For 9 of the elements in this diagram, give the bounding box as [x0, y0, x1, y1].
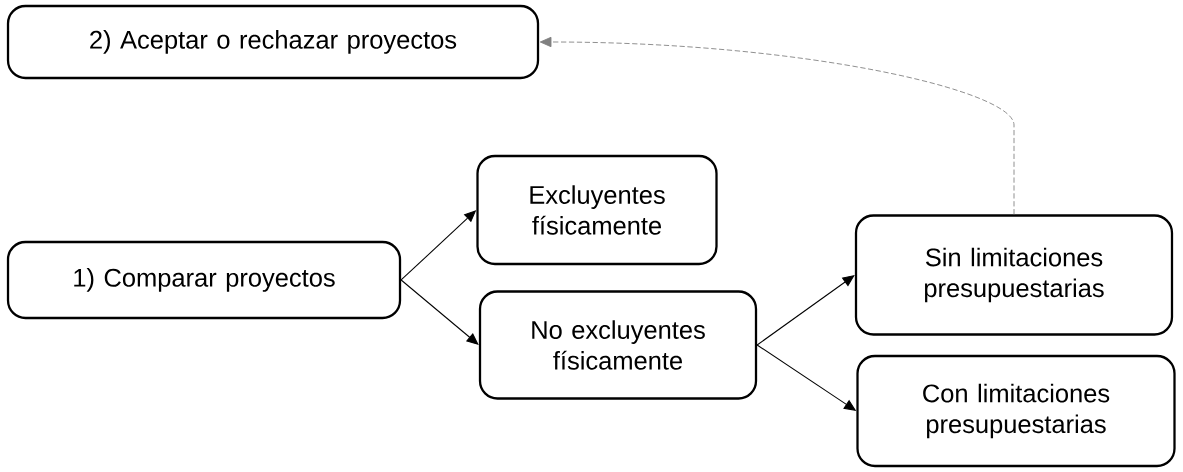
process-box: Con limitaciones presupuestarias	[856, 354, 1176, 468]
arrow	[400, 279, 479, 345]
process-box: 2) Aceptar o rechazar proyectos	[6, 4, 540, 80]
arrow	[539, 36, 1015, 215]
process-box: Excluyentes físicamente	[476, 154, 718, 266]
process-box: No excluyentes físicamente	[478, 290, 758, 400]
process-box: 1) Comparar proyectos	[6, 240, 402, 320]
process-box: Sin limitaciones presupuestarias	[854, 214, 1174, 336]
arrow	[756, 275, 855, 346]
